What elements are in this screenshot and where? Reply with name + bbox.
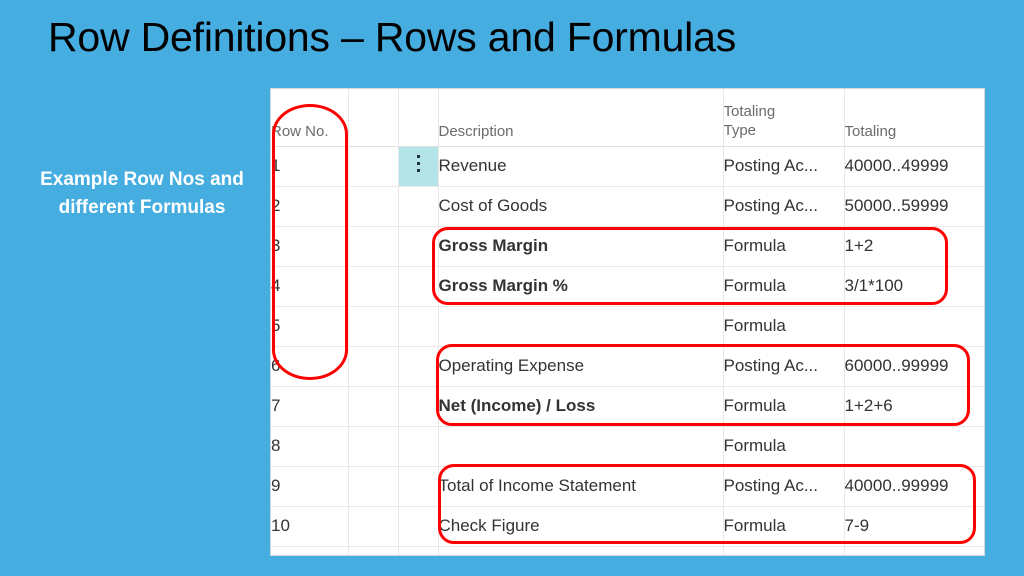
column-header-totaling-type[interactable]: Totaling Type <box>723 89 845 147</box>
table-row[interactable]: 8 Formula <box>271 426 984 467</box>
cell-totaling-type[interactable]: Posting Ac... <box>723 346 845 387</box>
cell-spacer-a[interactable] <box>348 346 399 387</box>
table-row-empty[interactable] <box>271 546 984 555</box>
cell-totaling[interactable]: 7-9 <box>844 506 984 547</box>
table-row[interactable]: 4 Gross Margin % Formula 3/1*100 <box>271 266 984 307</box>
cell-description[interactable]: Check Figure <box>438 506 724 547</box>
row-menu-cell[interactable] <box>398 146 439 187</box>
cell-row-no[interactable]: 2 <box>271 186 349 227</box>
cell-spacer-a[interactable] <box>348 306 399 347</box>
cell-totaling[interactable]: 1+2+6 <box>844 386 984 427</box>
example-caption: Example Row Nos and different Formulas <box>40 169 244 218</box>
cell-description[interactable] <box>438 306 724 347</box>
table-row[interactable]: 6 Operating Expense Posting Ac... 60000.… <box>271 346 984 387</box>
cell-spacer-a[interactable] <box>348 226 399 267</box>
header-row: Row No. Description Totaling Type Totali… <box>271 89 984 147</box>
cell-totaling[interactable] <box>844 306 984 347</box>
table-row[interactable]: 5 Formula <box>271 306 984 347</box>
row-menu-cell[interactable] <box>398 546 439 555</box>
cell-row-no[interactable]: 8 <box>271 426 349 467</box>
cell-spacer-a[interactable] <box>348 426 399 467</box>
cell-totaling-type[interactable]: Posting Ac... <box>723 146 845 187</box>
column-header-description[interactable]: Description <box>438 89 724 147</box>
cell-spacer-a[interactable] <box>348 506 399 547</box>
cell-row-no[interactable]: 9 <box>271 466 349 507</box>
table-header: Row No. Description Totaling Type Totali… <box>271 89 984 147</box>
cell-row-no[interactable]: 3 <box>271 226 349 267</box>
cell-spacer-a[interactable] <box>348 546 399 555</box>
cell-description[interactable]: Gross Margin % <box>438 266 724 307</box>
column-header-blank-1[interactable] <box>348 89 399 147</box>
cell-totaling-type[interactable]: Formula <box>723 226 845 267</box>
cell-spacer-a[interactable] <box>348 386 399 427</box>
row-menu-cell[interactable] <box>398 506 439 547</box>
table-row[interactable]: 1 Revenue Posting Ac... 40000..49999 <box>271 146 984 187</box>
cell-totaling[interactable]: 40000..49999 <box>844 146 984 187</box>
table-body: 1 Revenue Posting Ac... 40000..49999 2 C… <box>271 146 984 555</box>
cell-row-no[interactable]: 5 <box>271 306 349 347</box>
column-header-blank-2[interactable] <box>398 89 439 147</box>
cell-description[interactable]: Total of Income Statement <box>438 466 724 507</box>
cell-totaling[interactable]: 3/1*100 <box>844 266 984 307</box>
cell-description[interactable]: Cost of Goods <box>438 186 724 227</box>
table-row[interactable]: 10 Check Figure Formula 7-9 <box>271 506 984 547</box>
cell-description[interactable]: Operating Expense <box>438 346 724 387</box>
row-definitions-table: Row No. Description Totaling Type Totali… <box>271 89 984 555</box>
cell-totaling-type[interactable]: Posting Ac... <box>723 186 845 227</box>
cell-row-no[interactable]: 10 <box>271 506 349 547</box>
row-menu-cell[interactable] <box>398 386 439 427</box>
cell-description[interactable]: Gross Margin <box>438 226 724 267</box>
cell-description[interactable]: Net (Income) / Loss <box>438 386 724 427</box>
cell-row-no[interactable] <box>271 546 349 555</box>
table-row[interactable]: 9 Total of Income Statement Posting Ac..… <box>271 466 984 507</box>
row-definitions-table-panel: Row No. Description Totaling Type Totali… <box>270 88 985 556</box>
cell-description[interactable] <box>438 546 724 555</box>
column-header-row-no[interactable]: Row No. <box>271 89 349 147</box>
row-menu-cell[interactable] <box>398 346 439 387</box>
cell-totaling-type[interactable]: Formula <box>723 386 845 427</box>
table-row[interactable]: 7 Net (Income) / Loss Formula 1+2+6 <box>271 386 984 427</box>
cell-totaling[interactable]: 1+2 <box>844 226 984 267</box>
cell-totaling[interactable]: 40000..99999 <box>844 466 984 507</box>
page-title: Row Definitions – Rows and Formulas <box>48 14 736 60</box>
cell-totaling-type[interactable]: Formula <box>723 506 845 547</box>
cell-totaling[interactable]: 50000..59999 <box>844 186 984 227</box>
cell-row-no[interactable]: 4 <box>271 266 349 307</box>
cell-totaling[interactable]: 60000..99999 <box>844 346 984 387</box>
cell-description[interactable]: Revenue <box>438 146 724 187</box>
row-menu-cell[interactable] <box>398 266 439 307</box>
cell-totaling-type[interactable]: Posting Ac... <box>723 466 845 507</box>
cell-totaling-type[interactable]: Formula <box>723 426 845 467</box>
cell-totaling-type[interactable]: Formula <box>723 306 845 347</box>
cell-spacer-a[interactable] <box>348 146 399 187</box>
table-row[interactable]: 3 Gross Margin Formula 1+2 <box>271 226 984 267</box>
totaling-type-line-1: Totaling <box>723 102 776 120</box>
cell-row-no[interactable]: 1 <box>271 146 349 187</box>
table-row[interactable]: 2 Cost of Goods Posting Ac... 50000..599… <box>271 186 984 227</box>
cell-totaling-type[interactable] <box>723 546 845 555</box>
cell-totaling[interactable] <box>844 546 984 555</box>
row-menu-cell[interactable] <box>398 426 439 467</box>
cell-row-no[interactable]: 6 <box>271 346 349 387</box>
totaling-type-line-2: Type <box>723 121 757 139</box>
row-menu-cell[interactable] <box>398 466 439 507</box>
cell-description[interactable] <box>438 426 724 467</box>
kebab-menu-icon[interactable] <box>416 151 420 176</box>
cell-totaling[interactable] <box>844 426 984 467</box>
cell-spacer-a[interactable] <box>348 466 399 507</box>
cell-totaling-type[interactable]: Formula <box>723 266 845 307</box>
cell-spacer-a[interactable] <box>348 266 399 307</box>
column-header-totaling[interactable]: Totaling <box>844 89 984 147</box>
row-menu-cell[interactable] <box>398 306 439 347</box>
cell-spacer-a[interactable] <box>348 186 399 227</box>
row-menu-cell[interactable] <box>398 226 439 267</box>
cell-row-no[interactable]: 7 <box>271 386 349 427</box>
row-menu-cell[interactable] <box>398 186 439 227</box>
